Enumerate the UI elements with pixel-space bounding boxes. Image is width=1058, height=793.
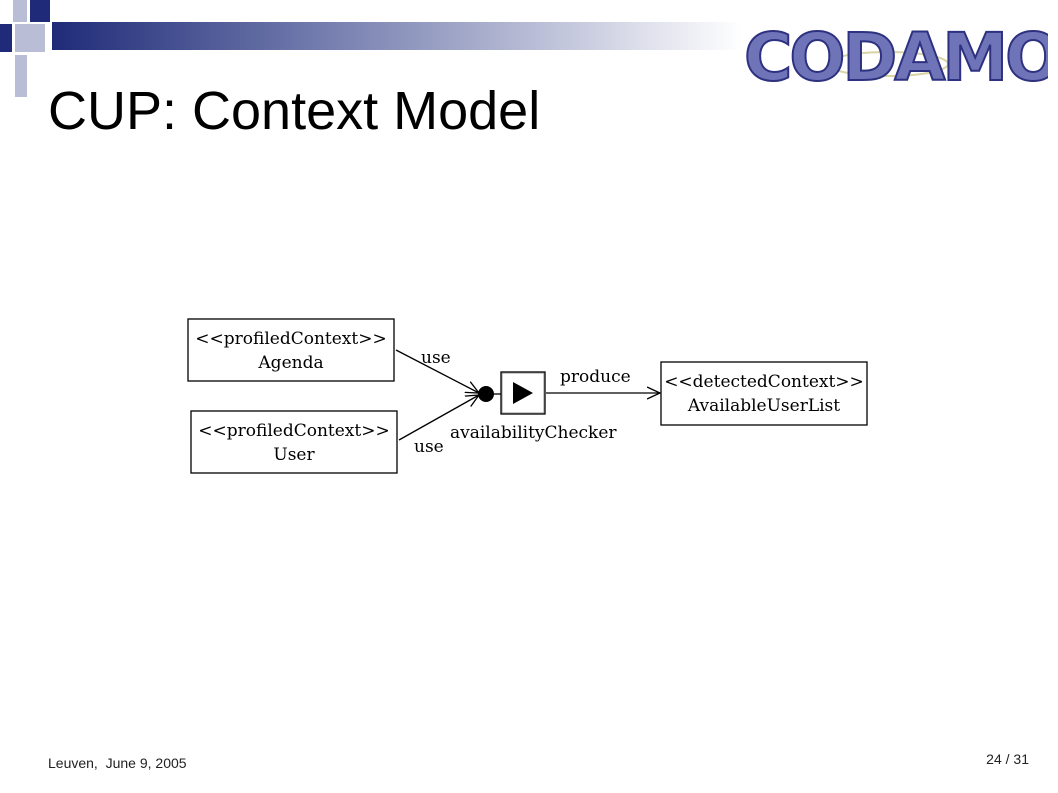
play-icon [513,382,533,404]
available-user-list-node: <<detectedContext>> AvailableUserList [660,361,868,426]
edge-checker-to-list: produce [546,367,660,393]
edge-label-agenda-use: use [421,348,451,368]
page-number: 24 / 31 [986,751,1029,767]
edge-user-to-checker: use [398,395,479,457]
edge-agenda-to-checker: use [395,348,479,393]
logo-text: CODAMOS [744,19,1048,96]
available-user-list-stereotype: <<detectedContext>> [664,372,864,392]
page-current: 24 [986,751,1002,767]
page-total: 31 [1013,751,1029,767]
edge-label-user-use: use [414,437,444,457]
footer-location-date: Leuven, June 9, 2005 [48,755,187,771]
availability-checker-node: availabilityChecker [450,371,617,443]
user-node: <<profiledContext>> User [190,410,398,474]
codamos-logo: CODAMOS [743,18,1048,97]
agenda-name: Agenda [257,353,323,373]
available-user-list-name: AvailableUserList [687,396,840,416]
context-model-diagram: <<profiledContext>> Agenda <<profiledCon… [187,318,868,474]
user-name: User [273,445,315,465]
user-stereotype: <<profiledContext>> [198,421,389,441]
agenda-stereotype: <<profiledContext>> [195,329,386,349]
page-separator: / [1001,751,1014,767]
header-gradient-band [52,22,742,50]
slide-title: CUP: Context Model [48,81,541,141]
port-dot [478,386,494,402]
availability-checker-label: availabilityChecker [450,423,617,443]
corner-decoration [0,0,60,100]
edge-label-produce: produce [560,367,631,387]
agenda-node: <<profiledContext>> Agenda [187,318,395,382]
